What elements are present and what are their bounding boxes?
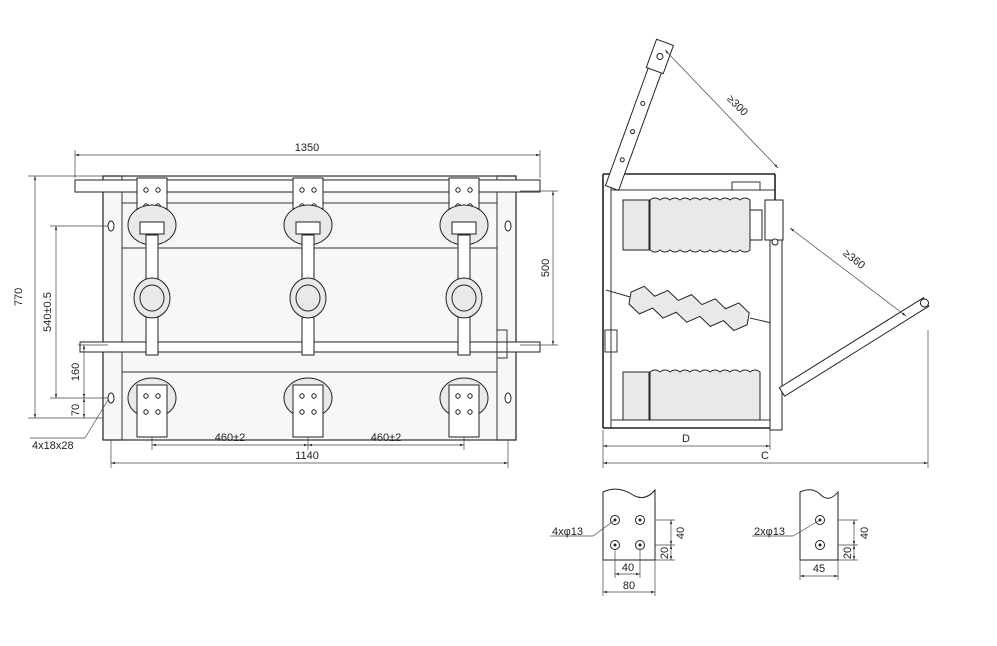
phase-right — [439, 177, 489, 438]
dim-lower-offset: 160 — [70, 363, 82, 381]
lower-arm-open — [778, 296, 930, 397]
side-bottom-insulator-base — [622, 371, 650, 421]
dim-mount-holes: 4x18x28 — [32, 440, 74, 452]
dim-base-width: 1140 — [295, 450, 319, 462]
front-view: 1350 770 540±0.5 160 70 4x18x28 500 — [13, 142, 558, 468]
dim-phase-pitch-left: 460±2 — [215, 432, 246, 444]
dim-arm-clearance-right: ≥360 — [841, 247, 868, 271]
side-view: ≥300 ≥360 D C — [602, 38, 930, 468]
dim-depth-d: D — [682, 433, 690, 445]
terminal-4hole-outline — [602, 488, 656, 561]
dim-overall-width: 1350 — [295, 142, 319, 154]
terminal-detail-4hole: 4xφ13 40 20 40 80 — [550, 488, 687, 596]
terminal-4hole-holes: 4xφ13 — [552, 526, 583, 538]
dim-depth-c: C — [761, 450, 769, 462]
phase-left — [127, 177, 177, 438]
terminal-2hole-holes: 2xφ13 — [754, 526, 785, 538]
dim-line-360 — [789, 227, 907, 317]
terminal-2hole-v-pitch: 40 — [859, 527, 871, 539]
terminal-4hole-v-edge: 20 — [659, 547, 671, 559]
side-lever — [604, 329, 618, 353]
dim-bottom-offset: 70 — [70, 404, 82, 416]
terminal-detail-2hole: 2xφ13 40 20 45 — [752, 489, 871, 580]
bottom-terminal — [136, 384, 168, 438]
terminal-2hole-v-edge: 20 — [842, 547, 854, 559]
dim-right-height: 500 — [540, 259, 552, 277]
terminal-4hole-h-pitch: 40 — [622, 562, 634, 574]
terminal-4hole-width: 80 — [623, 580, 635, 592]
mount-hole-bottom-left — [107, 392, 115, 404]
side-blade-closed — [769, 234, 783, 431]
dim-insulator-spacing: 540±0.5 — [42, 292, 54, 332]
mount-hole-top-left — [107, 220, 115, 232]
terminal-4hole-v-pitch: 40 — [675, 527, 687, 539]
phase-middle — [283, 177, 333, 438]
mount-hole-bottom-right — [504, 392, 512, 404]
dim-phase-pitch-right: 460±2 — [371, 432, 402, 444]
dim-overall-height: 770 — [13, 288, 25, 306]
side-diagonal-insulator — [628, 285, 750, 332]
leader-mount-holes — [84, 399, 109, 439]
operating-handle[interactable] — [496, 329, 508, 359]
mount-hole-top-right — [504, 220, 512, 232]
side-top-insulator-base — [622, 199, 650, 251]
side-bottom-insulator — [649, 369, 761, 421]
terminal-2hole-width: 45 — [813, 563, 825, 575]
dim-line-300 — [664, 49, 779, 169]
front-inner-frame — [121, 175, 498, 441]
side-top-insulator — [649, 197, 751, 253]
dim-arm-clearance-top: ≥300 — [724, 93, 750, 119]
